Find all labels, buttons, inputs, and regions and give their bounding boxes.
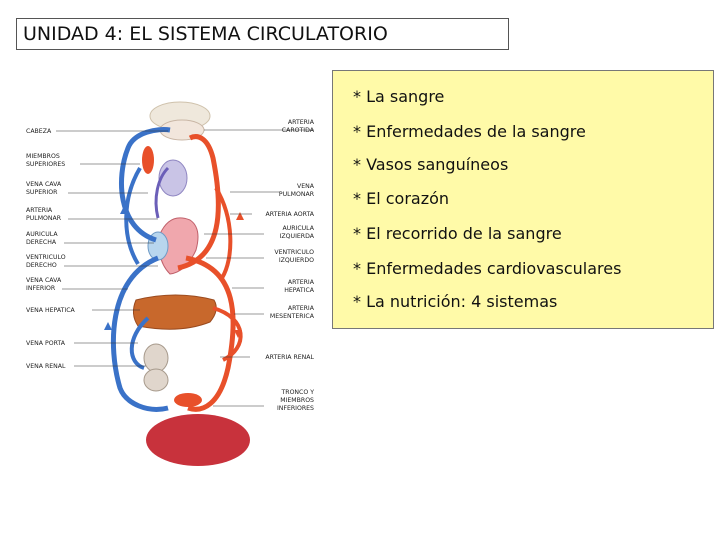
leg-muscle <box>174 393 202 407</box>
circulatory-system-illustration: CABEZA MIEMBROS SUPERIORES VENA CAVA SUP… <box>26 101 315 466</box>
label-superior: SUPERIOR <box>26 189 58 196</box>
kidney-lower-shape <box>143 368 169 392</box>
lower-limbs-muscle <box>146 414 250 466</box>
vein-path <box>124 166 142 266</box>
label-ventriculo-r: VENTRICULO <box>274 249 314 256</box>
topic-item: * Enfermedades cardiovasculares <box>353 259 622 278</box>
label-pulmonar: PULMONAR <box>26 215 62 222</box>
topic-item: * La sangre <box>353 87 445 106</box>
artery-path <box>212 306 243 362</box>
artery-path <box>177 134 221 271</box>
label-hepatica: HEPATICA <box>284 287 315 294</box>
label-arteria-r: ARTERIA <box>288 119 315 126</box>
label-tronco: TRONCO Y <box>280 389 314 396</box>
label-auricula: AURICULA <box>26 231 58 238</box>
lung-shape <box>158 159 188 197</box>
label-miembros: MIEMBROS <box>26 153 60 160</box>
label-vena-cava-2: VENA CAVA <box>26 277 62 284</box>
label-vena-hepatica: VENA HEPATICA <box>26 307 76 314</box>
topic-item: * El recorrido de la sangre <box>353 224 562 243</box>
arm-muscle <box>142 146 154 174</box>
label-superiores: SUPERIORES <box>26 161 65 168</box>
label-arteria: ARTERIA <box>26 207 53 214</box>
topics-box: * La sangre * Enfermedades de la sangre … <box>332 70 714 329</box>
label-izquierdo: IZQUIERDO <box>279 257 314 264</box>
label-carotida: CAROTIDA <box>282 127 315 134</box>
label-pulmonar-r: PULMONAR <box>279 191 315 198</box>
label-arteria-aorta: ARTERIA AORTA <box>266 211 315 218</box>
label-vena-porta: VENA PORTA <box>26 340 66 347</box>
label-arteria-mes: ARTERIA <box>288 305 315 312</box>
label-derecho: DERECHO <box>26 262 57 269</box>
flow-arrow <box>120 206 128 214</box>
label-vena-r: VENA <box>297 183 315 190</box>
label-vena-cava: VENA CAVA <box>26 181 62 188</box>
vein-path <box>110 255 169 412</box>
label-vena-renal: VENA RENAL <box>26 363 66 370</box>
label-izquierda: IZQUIERDA <box>280 233 315 240</box>
label-cabeza: CABEZA <box>26 128 52 135</box>
label-auricula-r: AURICULA <box>282 225 314 232</box>
label-ventriculo: VENTRICULO <box>26 254 66 261</box>
circulatory-diagram: CABEZA MIEMBROS SUPERIORES VENA CAVA SUP… <box>8 68 326 496</box>
topic-item: * Vasos sanguíneos <box>353 155 509 174</box>
label-miembros-r: MIEMBROS <box>280 397 314 404</box>
liver-shape <box>132 294 217 330</box>
label-arteria-renal: ARTERIA RENAL <box>265 354 314 361</box>
label-inferior: INFERIOR <box>26 285 56 292</box>
vein-path <box>118 127 171 243</box>
flow-arrow <box>236 212 244 220</box>
label-inferiores: INFERIORES <box>277 405 314 412</box>
page-title: UNIDAD 4: EL SISTEMA CIRCULATORIO <box>16 18 509 50</box>
label-mesenterica: MESENTERICA <box>270 313 315 320</box>
topic-item: * Enfermedades de la sangre <box>353 122 586 141</box>
flow-arrow <box>234 330 242 338</box>
label-derecha: DERECHA <box>26 239 57 246</box>
label-arteria-hep: ARTERIA <box>288 279 315 286</box>
kidney-shape <box>143 343 169 373</box>
artery-path <box>214 186 233 280</box>
flow-arrow <box>104 322 112 330</box>
pulmonary-vessel <box>154 166 170 219</box>
artery-path <box>185 255 236 412</box>
topic-item: * La nutrición: 4 sistemas <box>353 292 558 311</box>
topic-item: * El corazón <box>353 189 450 208</box>
